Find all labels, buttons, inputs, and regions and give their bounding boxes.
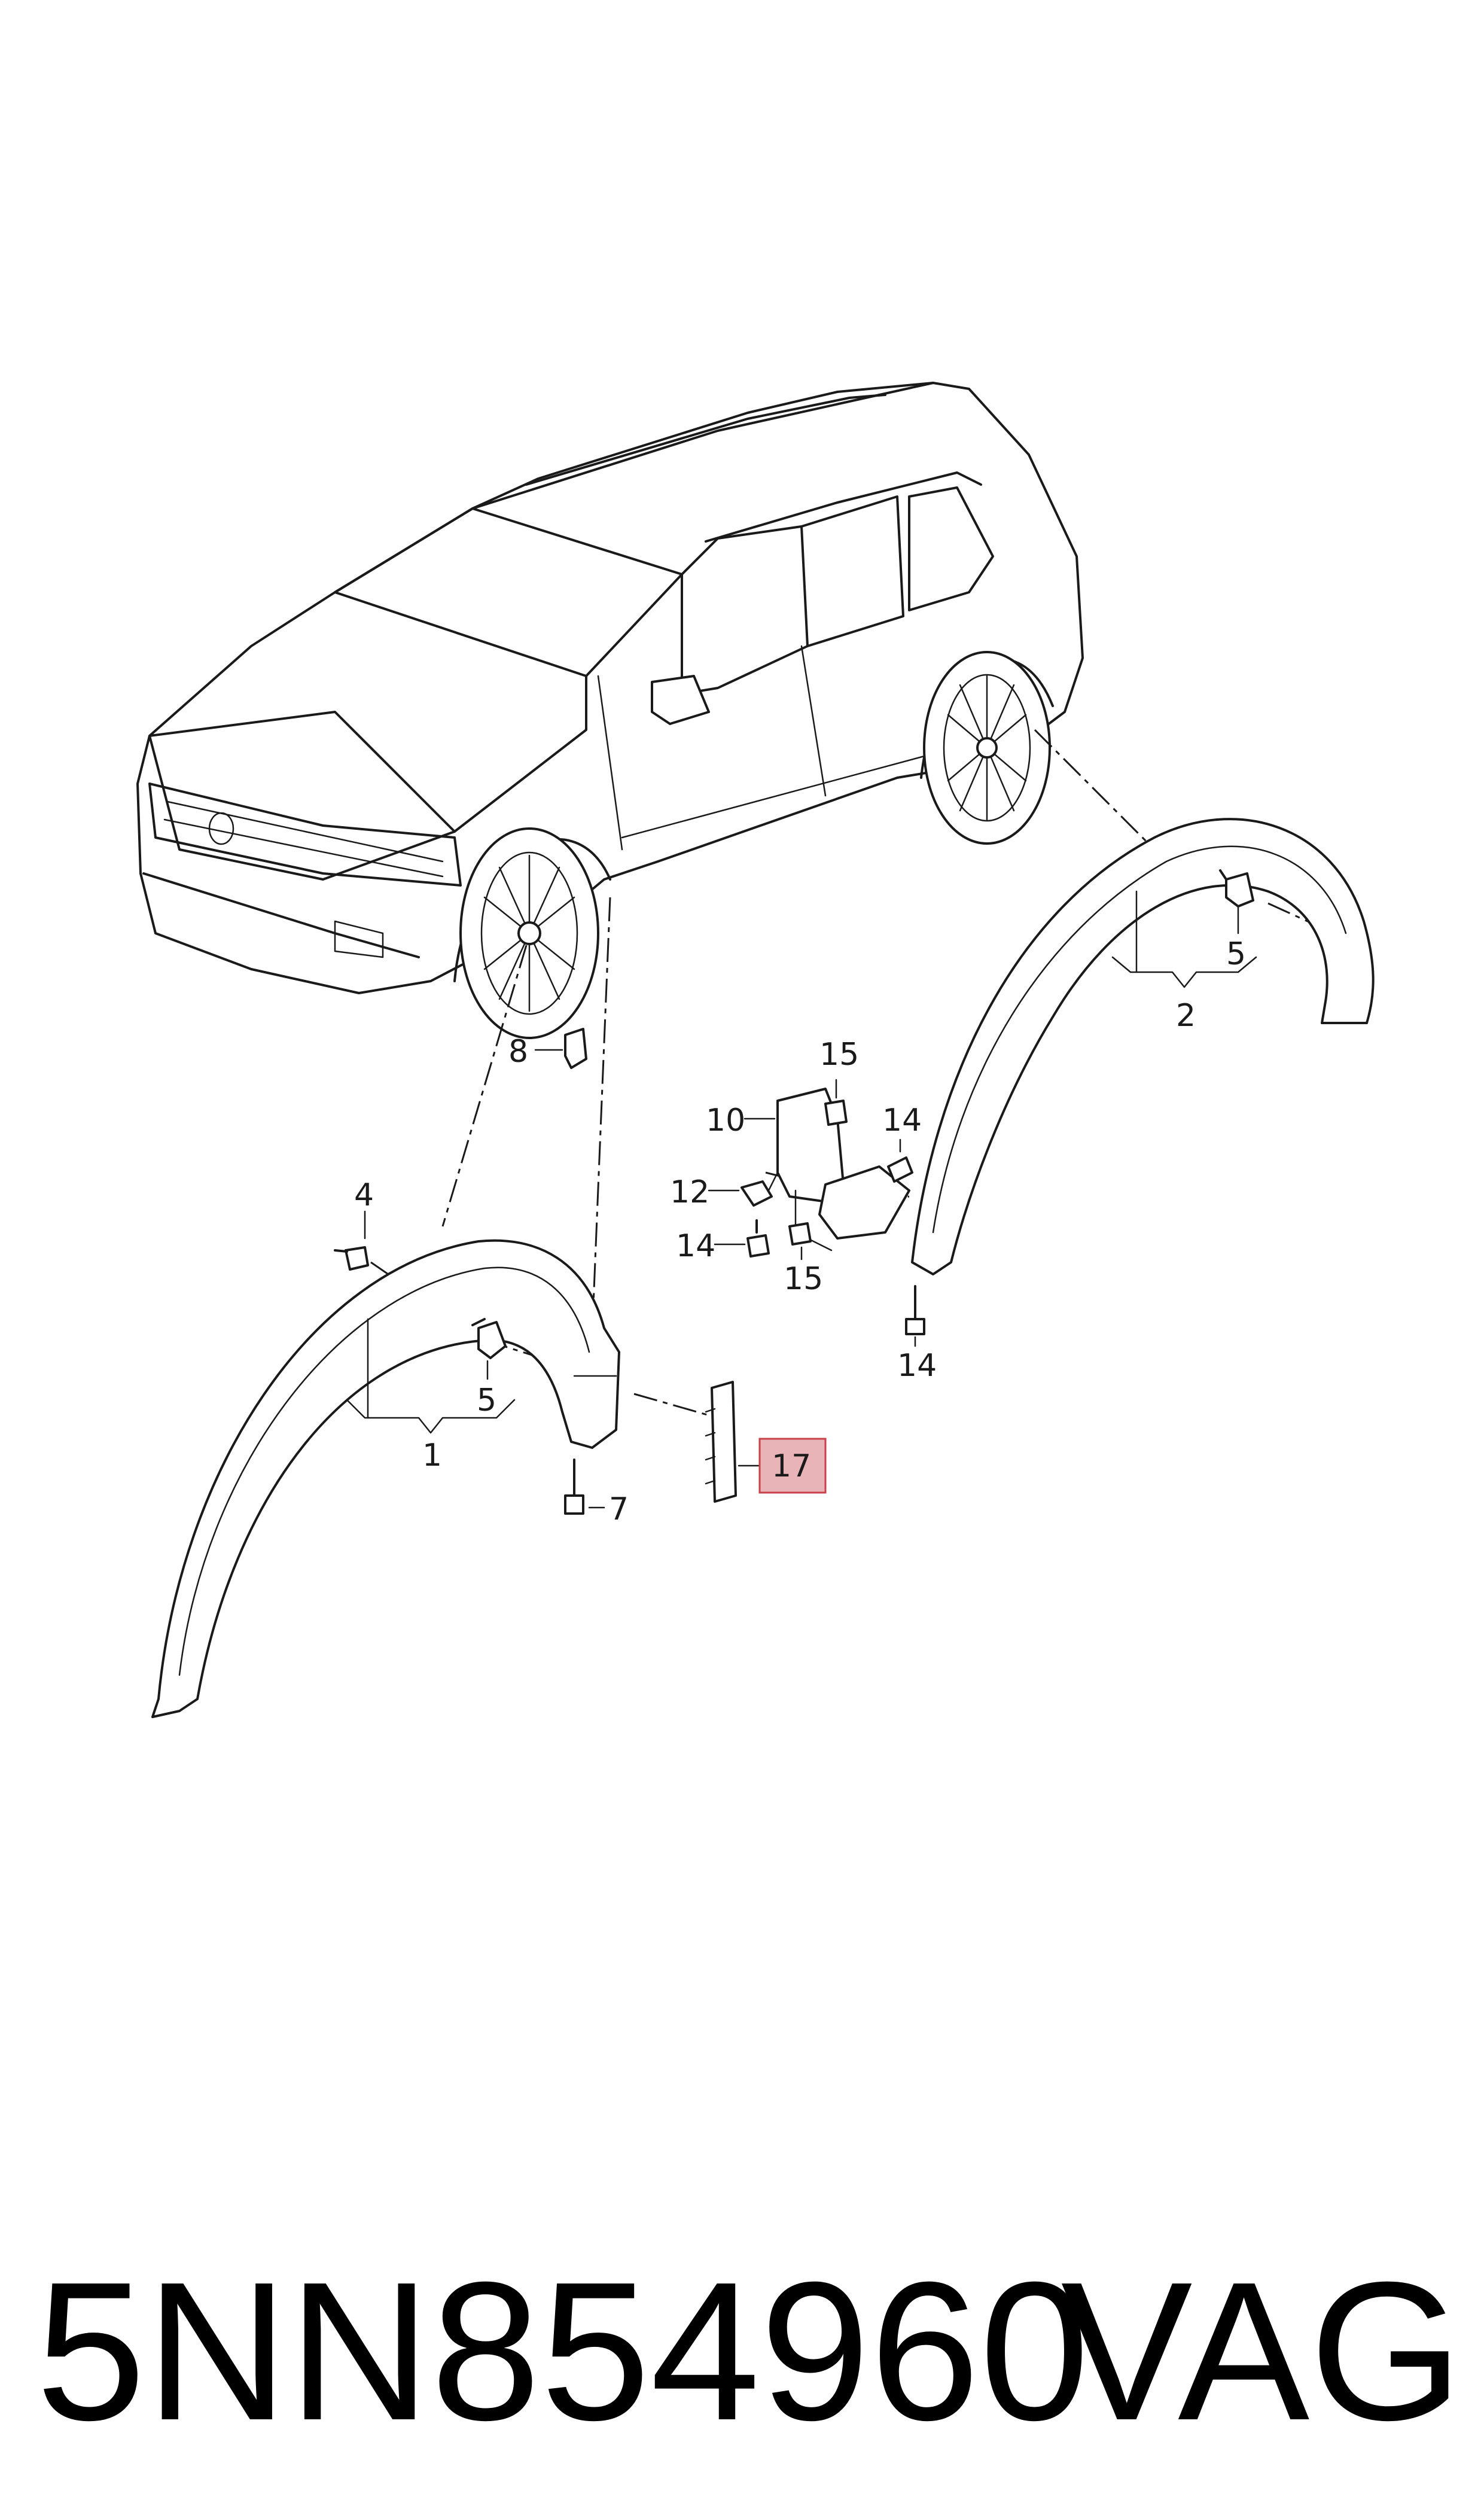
screw-icon bbox=[905, 1285, 925, 1335]
callout-5-rear: 5 bbox=[1226, 936, 1246, 972]
clip-icon bbox=[564, 1028, 587, 1069]
callout-2: 2 bbox=[1176, 998, 1196, 1034]
spacer-strip bbox=[705, 1381, 737, 1503]
callout-14-left: 14 bbox=[676, 1228, 715, 1264]
callout-14-right: 14 bbox=[882, 1103, 922, 1138]
callout-14-bottom: 14 bbox=[897, 1348, 937, 1384]
fasteners bbox=[334, 869, 1254, 1515]
callout-8: 8 bbox=[508, 1034, 528, 1070]
front-wheel-arch-trim bbox=[151, 1239, 620, 1718]
callout-lines bbox=[346, 890, 1257, 1509]
screw-icon bbox=[564, 1459, 584, 1515]
screw-icon bbox=[887, 1156, 913, 1183]
clip-icon bbox=[471, 1318, 507, 1359]
mounting-bracket bbox=[764, 1088, 910, 1252]
clip-icon bbox=[1219, 869, 1254, 908]
screw-icon bbox=[788, 1222, 812, 1246]
brand-name: VAG bbox=[1061, 2240, 1463, 2461]
callout-7: 7 bbox=[609, 1491, 629, 1527]
callout-15-top: 15 bbox=[819, 1037, 859, 1073]
part-number: 5NN854960 bbox=[36, 2240, 1090, 2461]
screw-icon bbox=[746, 1219, 770, 1258]
callout-17: 17 bbox=[772, 1448, 811, 1484]
callout-1: 1 bbox=[422, 1438, 442, 1473]
vehicle-illustration bbox=[136, 382, 1084, 1039]
screw-icon bbox=[824, 1100, 848, 1126]
callout-4: 4 bbox=[354, 1177, 374, 1213]
callout-17-highlight bbox=[758, 1438, 827, 1494]
footer: 5NN854960 VAG bbox=[0, 2225, 1484, 2477]
callout-5-front: 5 bbox=[477, 1383, 496, 1418]
callout-12: 12 bbox=[670, 1174, 709, 1210]
stud-bolt-icon bbox=[334, 1246, 369, 1271]
nut-icon bbox=[741, 1180, 773, 1207]
callout-10: 10 bbox=[706, 1103, 745, 1138]
callout-15-bottom: 15 bbox=[784, 1261, 823, 1297]
callout-labels: 1 2 4 5 5 7 8 10 12 14 14 14 15 15 17 bbox=[354, 936, 1246, 1527]
rear-wheel-arch-trim bbox=[911, 818, 1375, 1275]
